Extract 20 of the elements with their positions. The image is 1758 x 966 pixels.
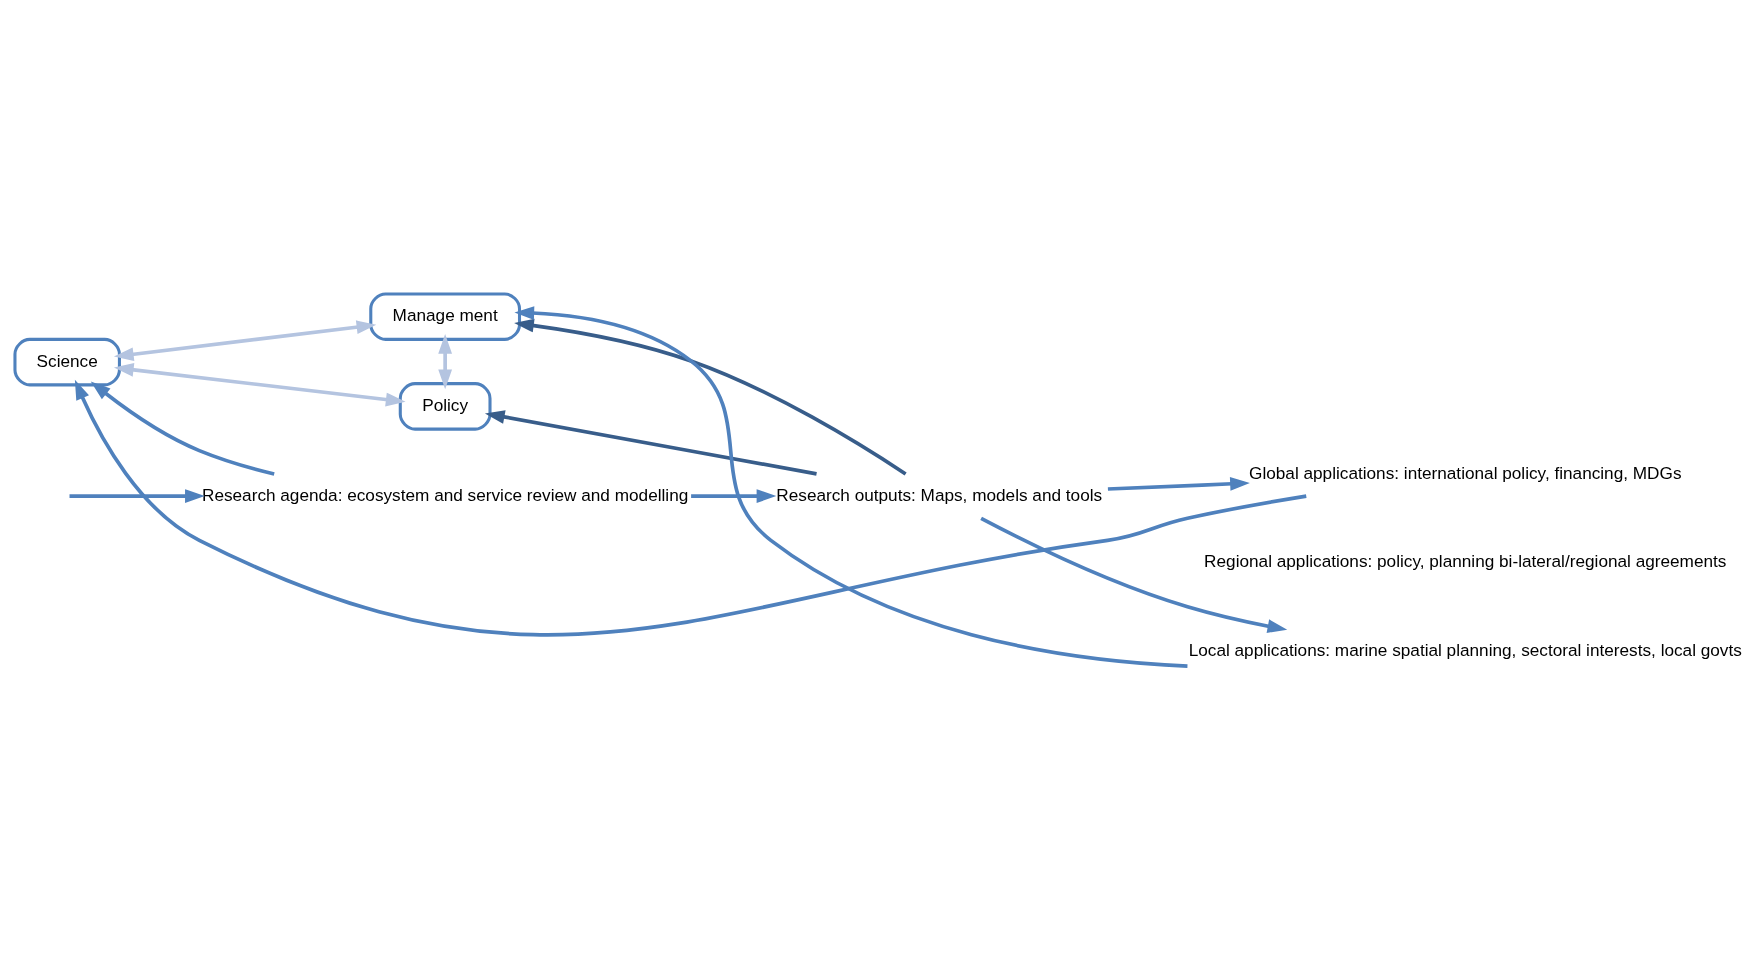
arrow <box>484 409 817 476</box>
arrow <box>980 516 1288 633</box>
arrow <box>438 333 453 389</box>
node-text: Research outputs: Maps, models and tools <box>776 484 1103 505</box>
arrow <box>113 319 377 361</box>
arrow <box>69 488 205 503</box>
node-text: Local applications: marine spatial planning, sectoral interests, local govts <box>1188 639 1742 660</box>
node-box: Policy <box>398 381 492 431</box>
node-text: Regional applications: policy, planning bi-lateral/regional agreements <box>1204 550 1727 571</box>
arrow <box>514 318 907 475</box>
node-text: Research agenda: ecosystem and service review and modelling <box>201 484 689 505</box>
node-text: Global applications: international policy, financing, MDGs <box>1249 462 1682 483</box>
node-box: Manage ment <box>369 291 522 341</box>
arrow <box>74 379 1307 636</box>
node-box: Science <box>13 337 121 386</box>
arrow <box>113 362 406 406</box>
arrow <box>90 381 275 476</box>
arrow <box>1107 476 1250 491</box>
arrow <box>691 488 777 503</box>
arrow <box>514 305 1188 668</box>
